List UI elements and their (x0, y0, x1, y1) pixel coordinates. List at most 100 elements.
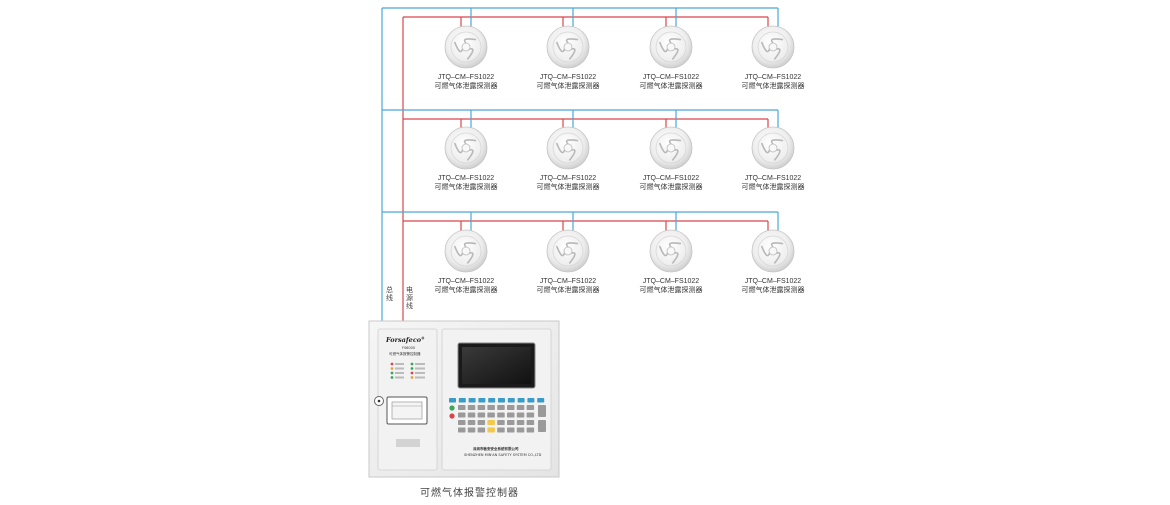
detector-model: JTQ–CM–FS1022 (745, 74, 802, 81)
detector-name: 可燃气体泄露探测器 (742, 81, 805, 90)
keypad-key[interactable] (516, 420, 525, 425)
keypad-key[interactable] (497, 427, 505, 433)
keypad-key[interactable] (477, 427, 486, 433)
detector-name: 可燃气体泄露探测器 (742, 285, 805, 294)
keypad-key[interactable] (458, 427, 466, 433)
detector-name: 可燃气体泄露探测器 (537, 285, 600, 294)
keypad-key[interactable] (458, 420, 466, 425)
keypad-key[interactable] (526, 420, 535, 425)
red-key[interactable] (449, 413, 455, 419)
power-line-label: 电源线 (406, 285, 413, 310)
status-led (410, 367, 414, 370)
bus-line-label: 总线 (386, 285, 393, 302)
keypad-key[interactable] (467, 412, 476, 418)
detector-name: 可燃气体泄露探测器 (435, 81, 498, 90)
keypad-key[interactable] (516, 427, 525, 433)
detector-model: JTQ–CM–FS1022 (438, 278, 495, 285)
keypad-key[interactable] (467, 427, 476, 433)
keypad-key[interactable] (497, 412, 505, 418)
keypad-key[interactable] (458, 412, 466, 418)
status-led (390, 362, 394, 366)
detector-model: JTQ–CM–FS1022 (438, 175, 495, 182)
keypad-key[interactable] (526, 405, 535, 410)
keypad-key[interactable] (487, 412, 495, 418)
green-key[interactable] (449, 405, 455, 411)
detector-name: 可燃气体泄露探测器 (640, 81, 703, 90)
function-key[interactable] (449, 398, 456, 403)
keypad-key[interactable] (516, 412, 525, 418)
keypad-key[interactable] (487, 405, 495, 410)
status-led (410, 376, 414, 379)
function-key[interactable] (527, 398, 535, 403)
keypad-key[interactable] (526, 427, 535, 433)
function-key[interactable] (507, 398, 515, 403)
detector-model: JTQ–CM–FS1022 (745, 175, 802, 182)
function-key[interactable] (488, 398, 496, 403)
status-led (390, 367, 394, 370)
enter-key[interactable] (538, 405, 546, 417)
detector-model: JTQ–CM–FS1022 (540, 175, 597, 182)
keypad-key[interactable] (467, 405, 476, 410)
keypad-key[interactable] (477, 405, 486, 410)
indicator-lights (390, 362, 425, 379)
sensor-icon (461, 246, 471, 256)
function-key[interactable] (478, 398, 486, 403)
keypad-key[interactable] (497, 420, 505, 425)
function-key[interactable] (458, 398, 466, 403)
detector-name: 可燃气体泄露探测器 (742, 182, 805, 191)
keypad-key[interactable] (516, 405, 525, 410)
detector-name: 可燃气体泄露探测器 (640, 285, 703, 294)
sensor-icon (461, 143, 471, 153)
detector-name: 可燃气体泄露探测器 (537, 182, 600, 191)
keypad-key[interactable] (487, 420, 495, 425)
keypad-key[interactable] (526, 412, 535, 418)
detector-name: 可燃气体泄露探测器 (435, 285, 498, 294)
keypad-key[interactable] (507, 420, 515, 425)
keypad-key[interactable] (487, 427, 495, 433)
sensor-icon (768, 143, 778, 153)
detector-model: JTQ–CM–FS1022 (643, 278, 700, 285)
keypad-key[interactable] (458, 405, 466, 410)
keypad-key[interactable] (507, 412, 515, 418)
controller-model-small: FS6000 (402, 346, 415, 350)
sensor-icon (666, 42, 676, 52)
keypad-key[interactable] (477, 412, 486, 418)
escape-key[interactable] (538, 420, 546, 432)
keypad-key[interactable] (497, 405, 505, 410)
company-name: 深圳市敏安安全系统有限公司 (473, 446, 519, 451)
function-key[interactable] (537, 398, 545, 403)
status-led (390, 376, 394, 379)
speaker-grille (396, 439, 420, 447)
detector-model: JTQ–CM–FS1022 (643, 175, 700, 182)
detector-model: JTQ–CM–FS1022 (745, 278, 802, 285)
function-key[interactable] (517, 398, 525, 403)
wiring (381, 7, 779, 321)
function-key[interactable] (498, 398, 505, 403)
detector-name: 可燃气体泄露探测器 (537, 81, 600, 90)
sensor-icon (666, 246, 676, 256)
function-key[interactable] (468, 398, 476, 403)
sensor-icon (461, 42, 471, 52)
keypad-key[interactable] (467, 420, 476, 425)
detector-name: 可燃气体泄露探测器 (435, 182, 498, 191)
detector-name: 可燃气体泄露探测器 (640, 182, 703, 191)
keypad-key[interactable] (507, 427, 515, 433)
sensor-icon (563, 143, 573, 153)
detector-model: JTQ–CM–FS1022 (540, 74, 597, 81)
keypad-key[interactable] (507, 405, 515, 410)
keypad-key[interactable] (477, 420, 486, 425)
brand-logo: Forsafeco® (385, 336, 425, 344)
detector-model: JTQ–CM–FS1022 (643, 74, 700, 81)
